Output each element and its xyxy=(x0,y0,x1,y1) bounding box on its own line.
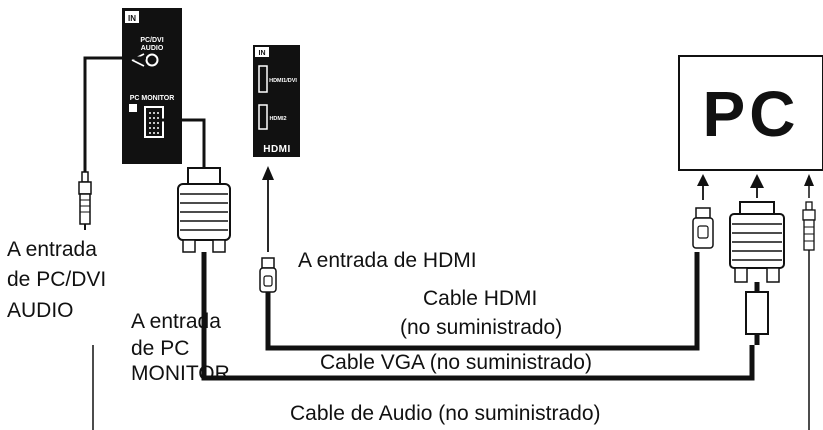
audio-jack-label: PC/DVI xyxy=(140,37,163,44)
pc-vga-connector xyxy=(729,174,785,345)
panel-in-label: IN xyxy=(128,14,136,23)
audio-cable-tv-end xyxy=(78,56,146,430)
audio-input-label-1: A entrada xyxy=(7,238,97,261)
tv-pc-input-panel: IN PC/DVI AUDIO PC MONITOR xyxy=(122,8,182,164)
audio-jack-label-2: AUDIO xyxy=(141,45,164,52)
vga-port-label: PC MONITOR xyxy=(130,95,175,102)
audio-input-label-3: AUDIO xyxy=(7,299,74,322)
hdmi2-port[interactable] xyxy=(258,104,268,130)
hdmi-cable-label-2: (no suministrado) xyxy=(400,316,562,339)
hdmi1-label: HDMI1/DVI xyxy=(269,78,297,84)
pc-box: PC xyxy=(678,55,823,171)
audio-input-label-2: de PC/DVI xyxy=(7,268,106,291)
vga-cable-label: Cable VGA (no suministrado) xyxy=(320,351,592,374)
tv-hdmi-input-panel: IN HDMI1/DVI HDMI2 HDMI xyxy=(253,45,300,157)
pc-hdmi-connector xyxy=(692,174,714,249)
vga-cable-tv-end xyxy=(162,118,755,381)
pc-label: PC xyxy=(703,78,800,150)
hdmi-panel-in-label: IN xyxy=(259,50,266,57)
pc-monitor-input-label-1: A entrada xyxy=(131,310,221,333)
audio-cable-label: Cable de Audio (no suministrado) xyxy=(290,402,601,425)
ferrite-core xyxy=(745,291,769,335)
hdmi-cable xyxy=(259,166,700,351)
hdmi-input-label: A entrada de HDMI xyxy=(298,249,477,272)
audio-jack-port[interactable] xyxy=(145,53,159,67)
pc-monitor-input-label-2: de PC xyxy=(131,337,189,360)
hdmi-cable-label-1: Cable HDMI xyxy=(423,287,537,310)
pc-monitor-input-label-3: MONITOR xyxy=(131,362,230,385)
hdmi2-label: HDMI2 xyxy=(269,116,286,122)
hdmi-logo: HDMI xyxy=(263,144,291,155)
vga-cable xyxy=(201,252,755,381)
hdmi1-port[interactable] xyxy=(258,65,268,93)
pc-audio-connector xyxy=(802,174,816,430)
